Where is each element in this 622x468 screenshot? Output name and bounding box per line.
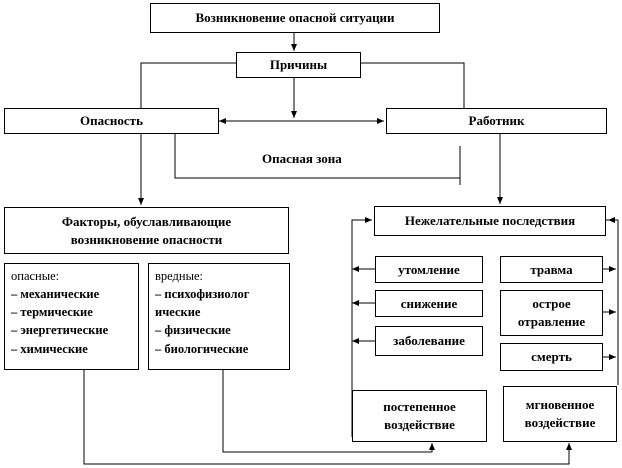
fatigue-box: утомление [375,256,483,283]
causes-box: Причины [236,52,361,78]
factors-box: Факторы, обуславливающие возникновение о… [4,207,289,254]
death-box: смерть [500,343,603,371]
harmful-factors-box: вредные: – психофизиолог ические – физич… [148,263,290,370]
poisoning-box: острое отравление [500,290,603,336]
arrow-instant-to-consequences [606,219,619,385]
death-text: смерть [531,349,572,365]
consequences-text: Нежелательные последствия [404,213,576,229]
hazardous-item: – термические [11,305,93,320]
decline-text: снижение [400,295,458,311]
disease-box: заболевание [375,326,483,356]
line-danger-zone [174,134,460,179]
hazardous-factors-box: опасные: – механические – термические – … [4,263,139,370]
harmful-item: ические [155,305,201,320]
disease-text: заболевание [393,333,465,349]
fatigue-text: утомление [398,261,460,277]
arrow-gradual-to-consequences [351,217,372,437]
title-text: Возникновение опасной ситуации [195,10,395,26]
harmful-item: – психофизиолог [155,287,250,302]
gradual-effect-box: постепенное воздействие [352,390,487,442]
decline-box: снижение [375,290,483,317]
causes-text: Причины [269,57,328,73]
danger-box: Опасность [4,108,219,134]
harmful-item: – физические [155,323,231,338]
line-causes-right [361,62,465,108]
worker-text: Работник [468,113,525,129]
arrow-hazardous-to-instant [83,370,572,465]
trauma-box: травма [500,256,603,283]
instant-effect-text: мгновенное воздействие [524,397,596,430]
arrow-harmful-to-gradual [222,370,435,453]
line-causes-left [140,62,236,108]
poisoning-text: острое отравление [517,296,586,329]
danger-zone-label: Опасная зона [262,151,342,166]
consequences-box: Нежелательные последствия [374,206,606,236]
hazardous-title: опасные: [11,269,60,283]
danger-text: Опасность [80,113,143,129]
gradual-effect-text: постепенное воздействие [383,399,456,432]
hazardous-item: – энергетические [11,323,109,338]
trauma-text: травма [530,261,573,277]
hazardous-item: – химические [11,341,88,356]
worker-box: Работник [386,108,607,134]
factors-line-1: Факторы, обуславливающие [61,213,232,229]
instant-effect-box: мгновенное воздействие [503,386,617,442]
harmful-item: – биологические [155,341,249,356]
title-box: Возникновение опасной ситуации [150,3,440,33]
hazardous-item: – механические [11,287,100,302]
harmful-title: вредные: [155,269,204,283]
factors-line-2: возникновение опасности [70,231,223,247]
